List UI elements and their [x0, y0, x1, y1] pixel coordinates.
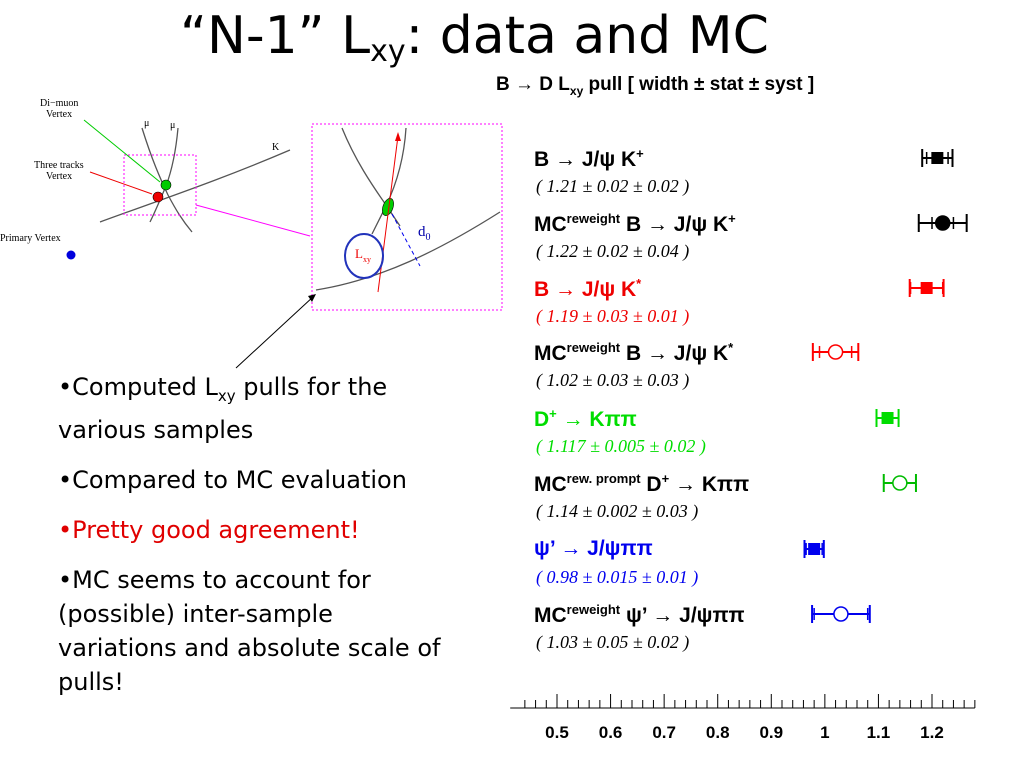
pointer-arrowhead	[308, 294, 316, 302]
primary-vertex-dot	[66, 250, 76, 260]
lxy-arrow	[377, 135, 399, 293]
zoom-muon-track-2	[371, 127, 407, 235]
x-tick-label: 1	[820, 723, 829, 742]
d0-arrow	[391, 213, 421, 267]
x-tick-label: 0.6	[599, 723, 623, 742]
series-label: MCreweight B → J/ψ K*	[534, 340, 734, 365]
dimuon-vertex-dot	[160, 179, 172, 191]
slide-title: “N-1” Lxy: data and MC	[180, 6, 769, 69]
zoom-kaon-track	[315, 211, 501, 291]
series-value: ( 1.22 ± 0.02 ± 0.04 )	[536, 241, 690, 261]
series-label: ψ’ → J/ψππ	[534, 537, 653, 560]
series-label: D+ → Kππ	[534, 406, 637, 431]
bullet-1: •Computed Lxy pulls for the various samp…	[58, 370, 458, 447]
bullet-2: •Compared to MC evaluation	[58, 465, 407, 494]
chart-title-prefix: B → D L	[496, 74, 570, 95]
x-tick-label: 0.9	[759, 723, 783, 742]
zoom-box-large	[311, 123, 503, 311]
d0-label: d0	[418, 224, 431, 243]
chart-title-suffix: pull [ width ± stat ± syst ]	[583, 74, 815, 95]
series-label: B → J/ψ K+	[534, 146, 644, 171]
chart-title: B → D Lxy pull [ width ± stat ± syst ]	[496, 74, 814, 98]
series-label: MCrew. prompt D+ → Kππ	[534, 471, 750, 496]
data-point-square	[808, 543, 821, 555]
kaon-label: K	[272, 142, 280, 153]
lxy-label: Lxy	[355, 246, 371, 264]
x-tick-label: 1.2	[920, 723, 944, 742]
data-point-square	[881, 412, 894, 424]
kaon-track	[99, 149, 291, 223]
bullet-list: •Computed Lxy pulls for the various samp…	[58, 370, 458, 715]
series-value: ( 1.02 ± 0.03 ± 0.03 )	[536, 370, 690, 390]
x-tick-label: 0.8	[706, 723, 730, 742]
series-value: ( 0.98 ± 0.015 ± 0.01 )	[536, 567, 699, 587]
muon-track-2	[149, 127, 179, 223]
three-track-vertex-dot	[152, 191, 164, 203]
data-point-circle	[892, 475, 908, 491]
x-tick-label: 0.7	[652, 723, 676, 742]
data-point-square	[931, 152, 944, 164]
primary-vertex-label: Primary Vertex	[0, 233, 61, 244]
three-track-arrow	[89, 171, 153, 195]
muon-track-1	[141, 127, 193, 233]
zoom-connector	[195, 204, 311, 237]
series-label: MCreweight B → J/ψ K+	[534, 211, 736, 236]
series-value: ( 1.21 ± 0.02 ± 0.02 )	[536, 176, 690, 196]
title-main: “N-1” L	[180, 6, 371, 66]
bullet-1-pre: •Computed L	[58, 373, 218, 401]
x-tick-label: 0.5	[545, 723, 569, 742]
x-tick-label: 1.1	[867, 723, 891, 742]
zoom-vertex-ellipse	[382, 198, 394, 216]
series-label: B → J/ψ K*	[534, 276, 642, 301]
bullet-1-sub: xy	[217, 386, 236, 405]
title-rest: : data and MC	[405, 6, 769, 66]
series-label: MCreweight ψ’ → J/ψππ	[534, 602, 745, 627]
chart-title-sub: xy	[569, 83, 584, 98]
dimuon-arrow	[83, 119, 161, 183]
mu-label-1: μ	[144, 118, 149, 129]
bullet-1-post: pulls for the various samples	[58, 373, 388, 444]
lxy-arrowhead	[395, 132, 401, 141]
zoom-box-small	[123, 154, 197, 216]
data-point-square	[920, 282, 933, 294]
title-sub: xy	[370, 34, 406, 69]
pull-chart: 0.5 0.6 0.7 0.8 0.9 1 1.1 1.2	[510, 149, 976, 742]
series-value: ( 1.19 ± 0.03 ± 0.01 )	[536, 306, 690, 326]
series-value: ( 1.117 ± 0.005 ± 0.02 )	[536, 436, 706, 456]
series-value: ( 1.03 ± 0.05 ± 0.02 )	[536, 632, 690, 652]
data-point-circle	[827, 344, 844, 360]
bullet-4: •MC seems to account for (possible) inte…	[58, 565, 441, 696]
pointer-line	[235, 295, 315, 369]
bullet-3: •Pretty good agreement!	[58, 515, 360, 544]
data-point-circle	[833, 606, 849, 622]
series-value: ( 1.14 ± 0.002 ± 0.03 )	[536, 501, 699, 521]
mu-label-2: μ	[170, 120, 175, 131]
lxy-circle	[344, 233, 384, 279]
data-point-circle	[934, 215, 951, 231]
